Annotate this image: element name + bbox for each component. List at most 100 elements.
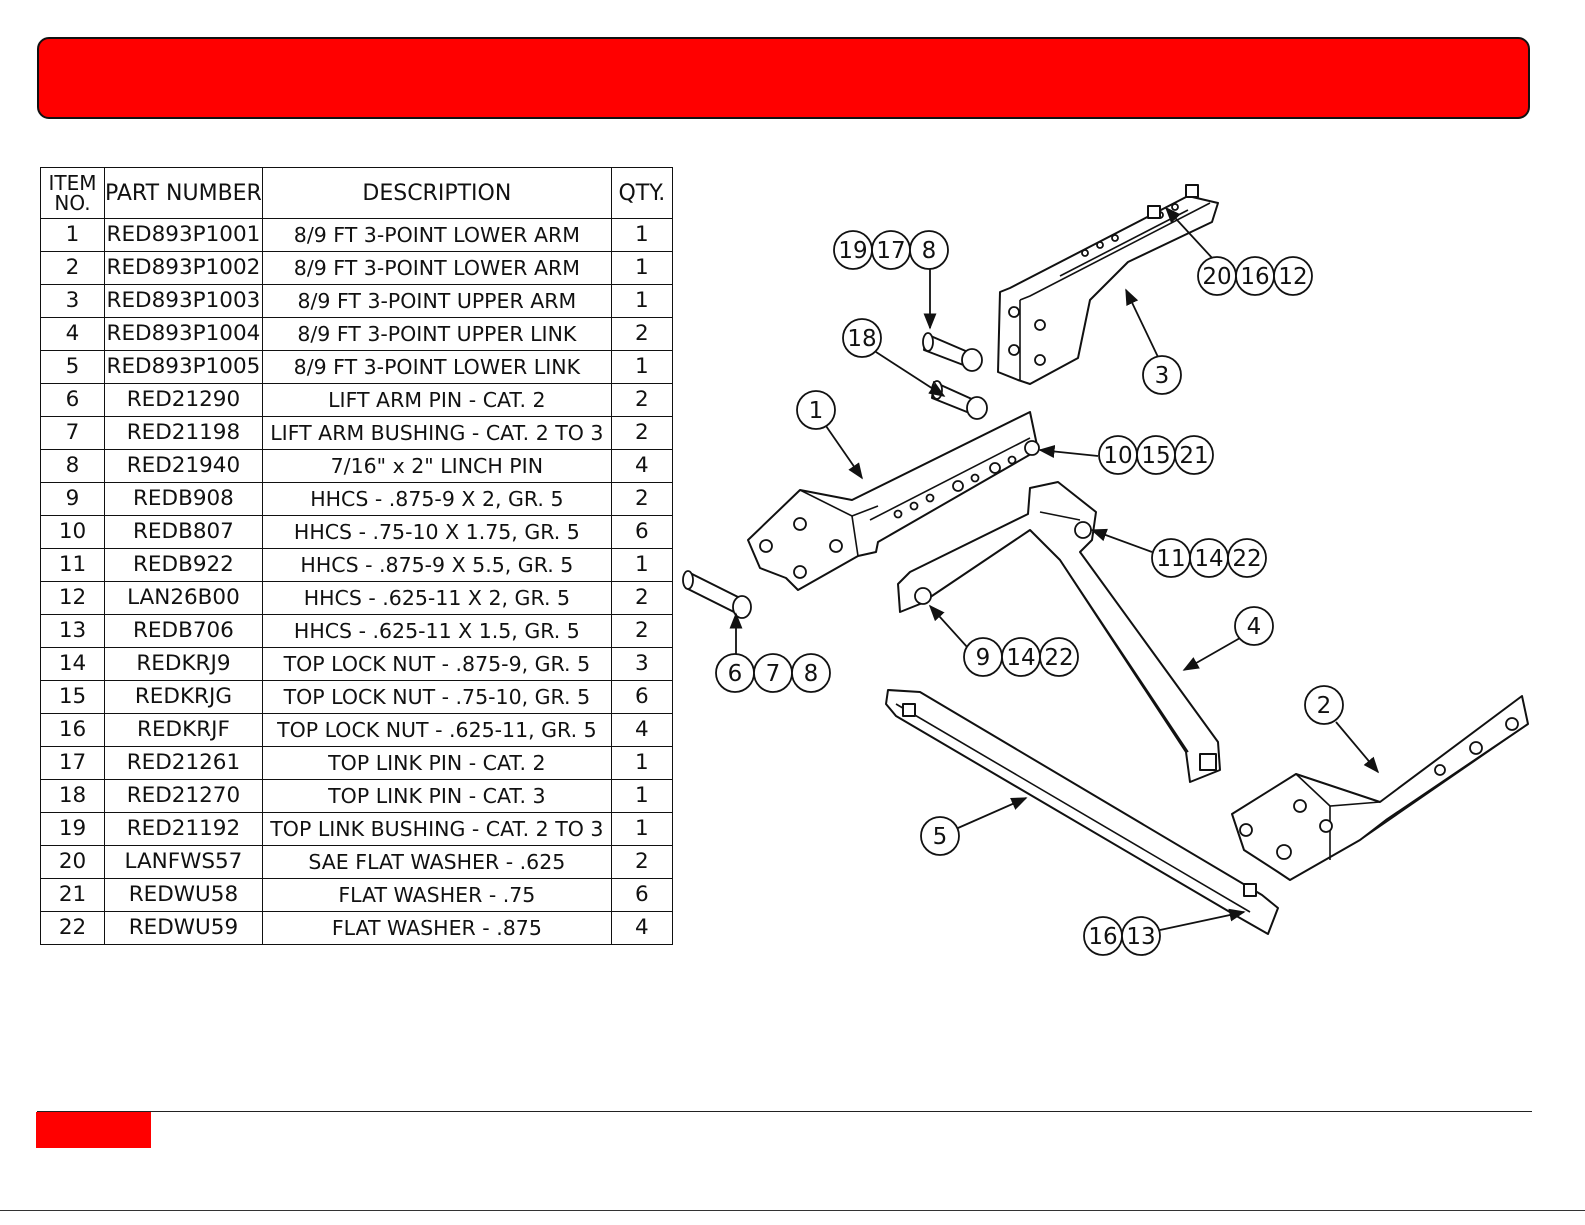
cell-qty: 4: [610, 713, 673, 747]
cell-part-number: REDB908: [104, 482, 263, 516]
callout-3: 3: [1142, 355, 1182, 395]
cell-part-number: REDKRJG: [104, 680, 263, 714]
top-link-pin-upper: [922, 332, 983, 372]
balloon-number: 16: [1088, 924, 1117, 950]
column-header-part-number: PART NUMBER: [104, 167, 263, 219]
balloon-number: 19: [838, 238, 867, 264]
column-header-qty: QTY.: [610, 167, 673, 219]
callout-4: 4: [1234, 606, 1274, 646]
cell-item-no: 11: [40, 548, 105, 582]
cell-part-number: RED21270: [104, 779, 263, 813]
balloon-number: 11: [1156, 546, 1185, 572]
callout-18: 18: [842, 318, 882, 358]
cell-description: 8/9 FT 3-POINT LOWER ARM: [261, 251, 612, 285]
cell-item-no: 5: [40, 350, 105, 384]
upper-arm-part-3: [997, 184, 1219, 385]
column-header-description: DESCRIPTION: [261, 167, 612, 219]
cell-qty: 6: [610, 515, 673, 549]
cell-qty: 1: [610, 746, 673, 780]
cell-description: HHCS - .875-9 X 2, GR. 5: [261, 482, 612, 516]
balloon-number: 3: [1155, 363, 1170, 389]
balloon-number: 6: [728, 661, 743, 687]
cell-description: HHCS - .625-11 X 2, GR. 5: [261, 581, 612, 615]
cell-qty: 2: [610, 383, 673, 417]
cell-item-no: 18: [40, 779, 105, 813]
balloon-number: 4: [1247, 614, 1262, 640]
balloon-number: 9: [976, 645, 991, 671]
balloon-circle: [1273, 256, 1313, 296]
balloon-circle: [796, 390, 836, 430]
balloon-number: 8: [804, 661, 819, 687]
balloon-number: 14: [1006, 645, 1035, 671]
balloon-number: 10: [1103, 443, 1132, 469]
cell-item-no: 19: [40, 812, 105, 846]
balloon-number: 21: [1179, 443, 1208, 469]
balloon-number: 1: [809, 398, 824, 424]
balloon-number: 18: [847, 326, 876, 352]
balloon-number: 17: [876, 238, 905, 264]
cell-description: SAE FLAT WASHER - .625: [261, 845, 612, 879]
cell-qty: 2: [610, 614, 673, 648]
cell-qty: 1: [610, 548, 673, 582]
cell-item-no: 22: [40, 911, 105, 945]
balloon-circle: [909, 230, 949, 270]
cell-qty: 4: [610, 449, 673, 483]
cell-qty: 1: [610, 284, 673, 318]
balloon-number: 7: [766, 661, 781, 687]
cell-item-no: 12: [40, 581, 105, 615]
cell-item-no: 13: [40, 614, 105, 648]
cell-description: HHCS - .875-9 X 5.5, GR. 5: [261, 548, 612, 582]
cell-description: TOP LOCK NUT - .75-10, GR. 5: [261, 680, 612, 714]
lower-link-part-5: [885, 689, 1279, 935]
cell-item-no: 20: [40, 845, 105, 879]
lift-arm-pin: [682, 570, 752, 619]
cell-part-number: RED21290: [104, 383, 263, 417]
balloon-number: 12: [1278, 264, 1307, 290]
cell-description: LIFT ARM BUSHING - CAT. 2 TO 3: [261, 416, 612, 450]
cell-part-number: RED21940: [104, 449, 263, 483]
upper-link-part-4: [897, 481, 1221, 783]
cell-description: TOP LOCK NUT - .875-9, GR. 5: [261, 647, 612, 681]
cell-description: 7/16" x 2" LINCH PIN: [261, 449, 612, 483]
cell-qty: 1: [610, 218, 673, 252]
cell-qty: 6: [610, 878, 673, 912]
page-bottom-rule: [0, 1210, 1585, 1211]
callout-2: 2: [1304, 685, 1344, 725]
cell-part-number: RED893P1003: [104, 284, 263, 318]
cell-item-no: 16: [40, 713, 105, 747]
cell-qty: 1: [610, 350, 673, 384]
balloon-circle: [1234, 606, 1274, 646]
cell-qty: 1: [610, 251, 673, 285]
cell-qty: 2: [610, 317, 673, 351]
cell-description: 8/9 FT 3-POINT LOWER LINK: [261, 350, 612, 384]
cell-description: 8/9 FT 3-POINT UPPER ARM: [261, 284, 612, 318]
cell-item-no: 9: [40, 482, 105, 516]
item-header-line1: ITEM: [48, 171, 97, 195]
balloon-number: 5: [933, 824, 948, 850]
balloon-number: 13: [1126, 924, 1155, 950]
cell-description: FLAT WASHER - .875: [261, 911, 612, 945]
balloon-circle: [920, 816, 960, 856]
cell-qty: 2: [610, 482, 673, 516]
lower-arm-part-1: [747, 411, 1040, 591]
lower-arm-part-2: [1231, 695, 1529, 881]
cell-part-number: RED21198: [104, 416, 263, 450]
cell-part-number: RED893P1004: [104, 317, 263, 351]
table-header-row: ITEM NO. PART NUMBER DESCRIPTION QTY.: [40, 167, 673, 219]
